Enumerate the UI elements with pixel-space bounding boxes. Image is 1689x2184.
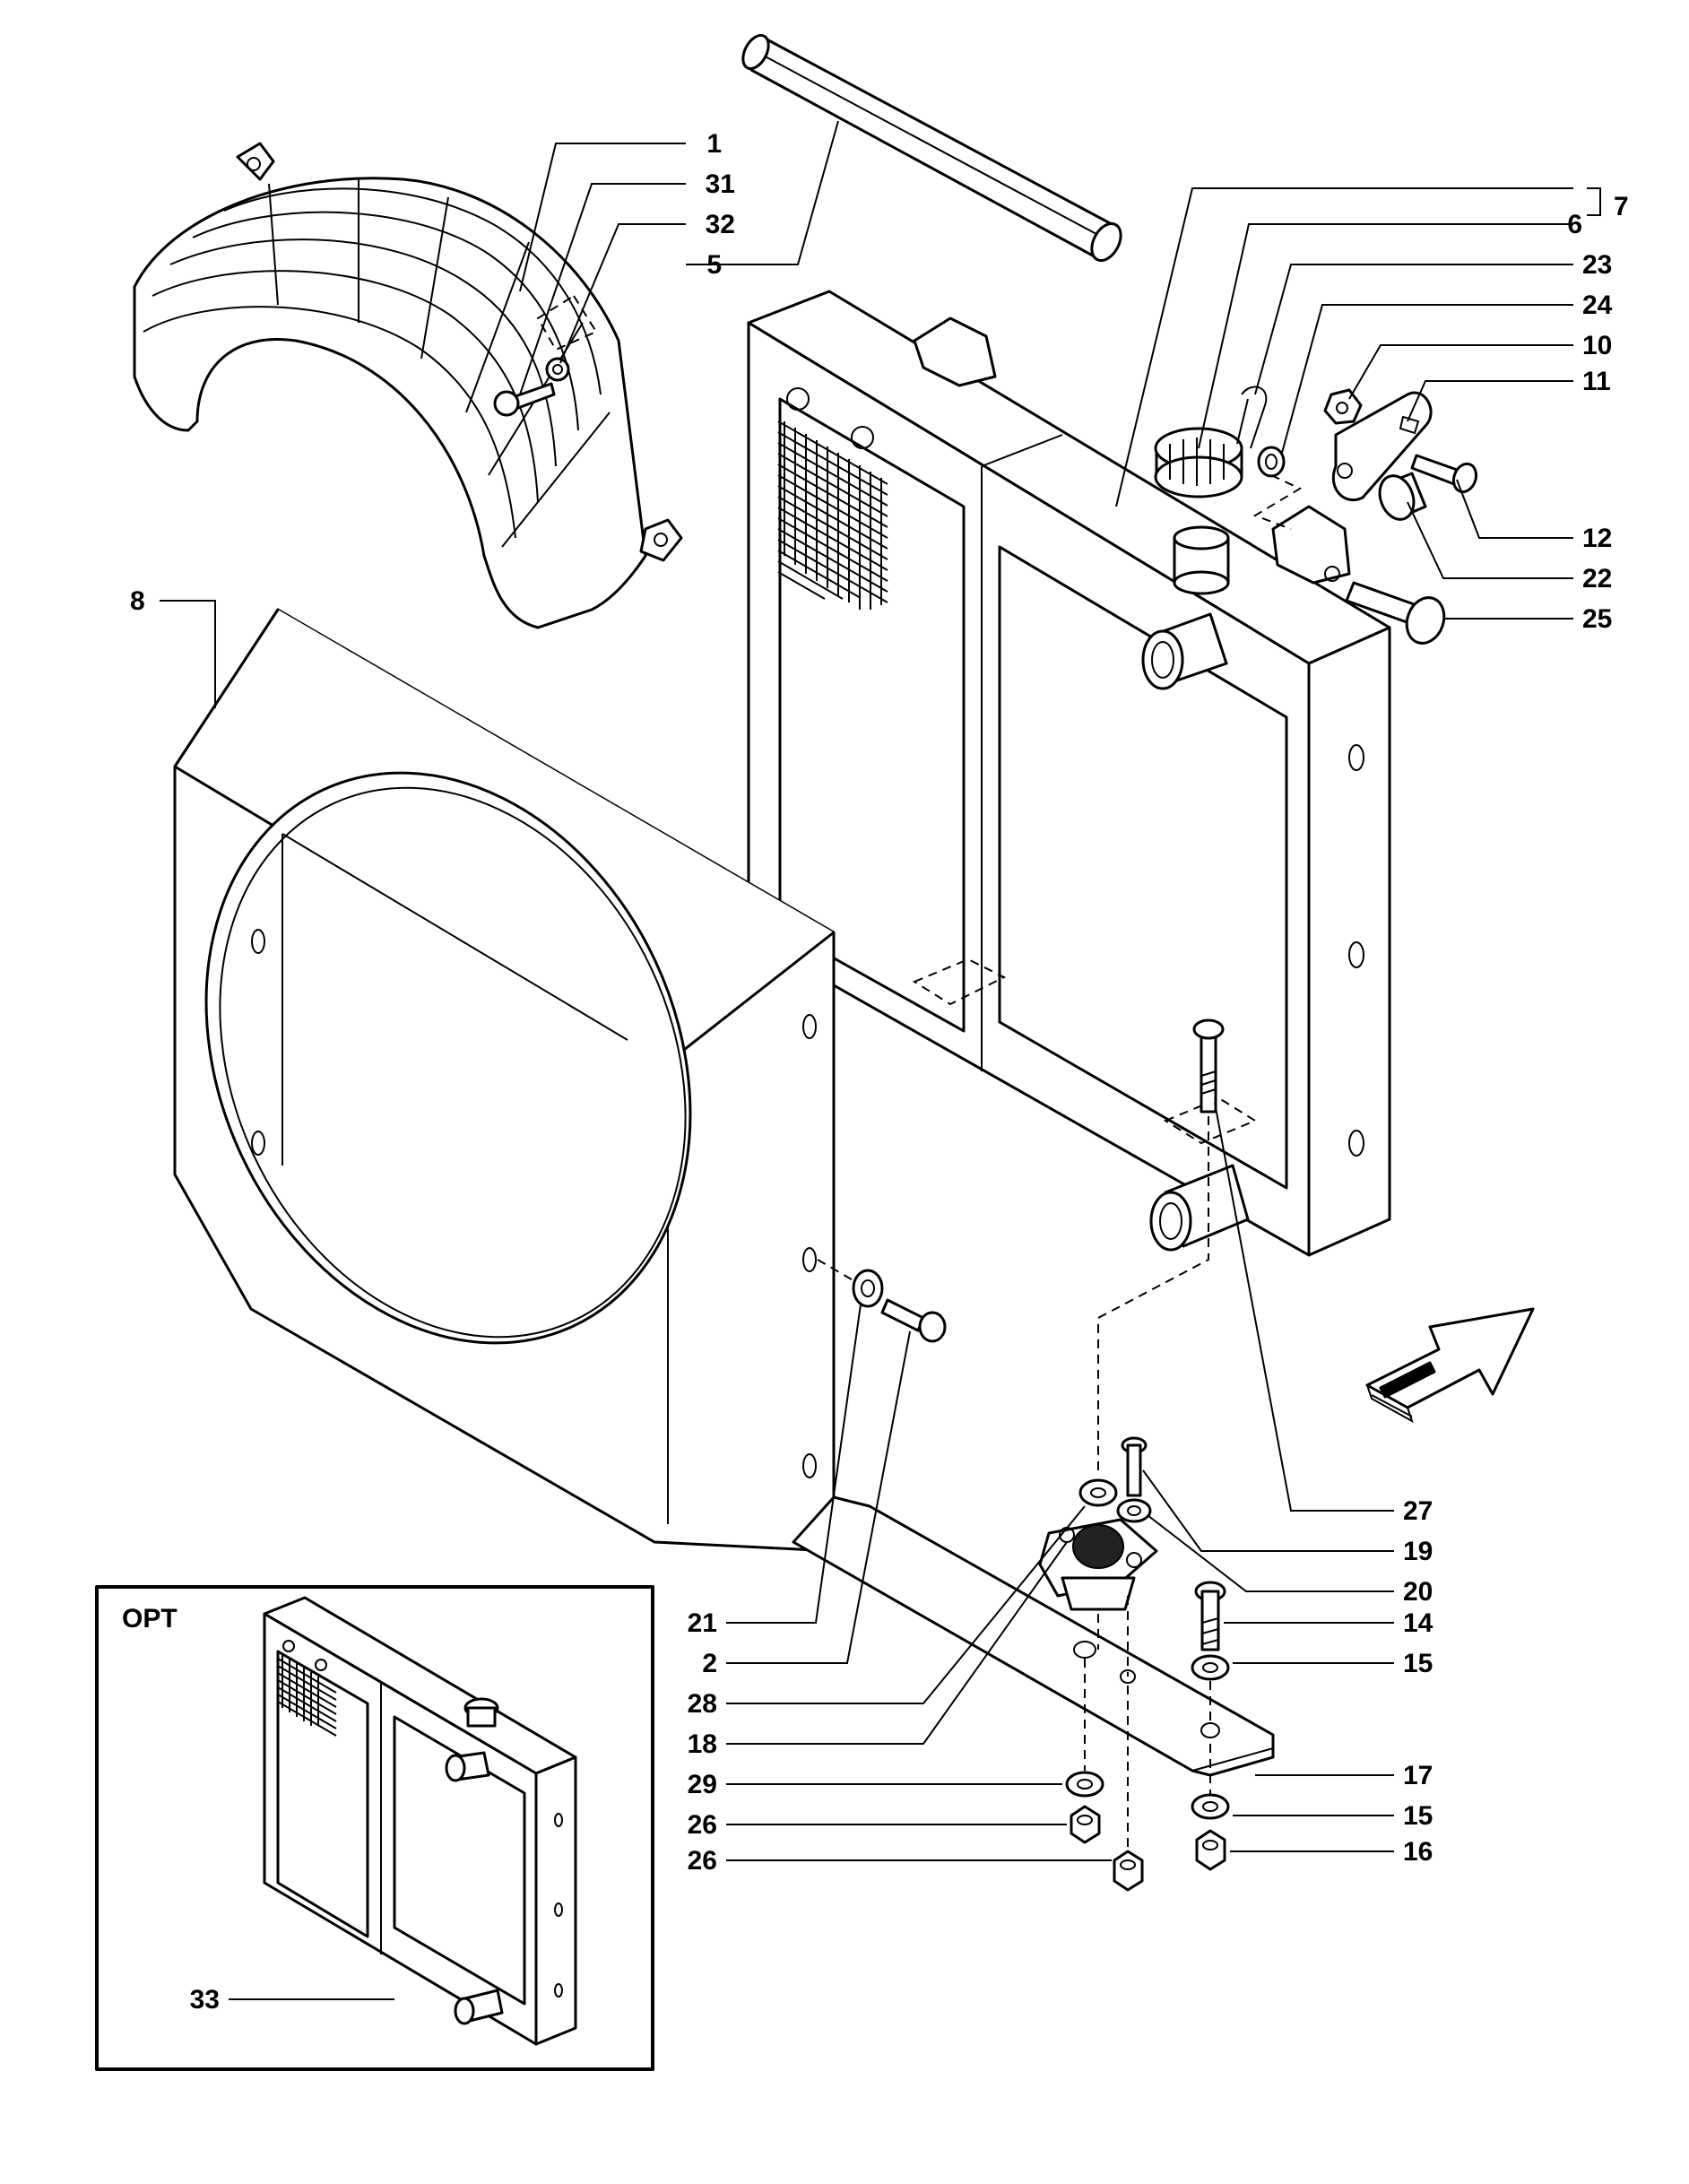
core-mesh bbox=[777, 420, 888, 610]
callout-11: 11 bbox=[1582, 367, 1611, 396]
pin-part-25 bbox=[1324, 566, 1446, 645]
bolt-part-2 bbox=[880, 1298, 947, 1343]
callout-5: 5 bbox=[706, 250, 722, 280]
callout-31: 31 bbox=[706, 169, 735, 199]
washer-part-24 bbox=[1252, 446, 1303, 530]
callout-29: 29 bbox=[688, 1770, 717, 1799]
bolt-part-14 bbox=[1194, 1581, 1226, 1651]
airflow-arrow-icon bbox=[1365, 1307, 1535, 1424]
callout-26-upper: 26 bbox=[688, 1810, 717, 1840]
nut-part-16 bbox=[1195, 1829, 1226, 1871]
opt-label: OPT bbox=[122, 1604, 178, 1634]
callout-8: 8 bbox=[130, 586, 145, 616]
nut-part-10 bbox=[1323, 388, 1363, 425]
callout-24: 24 bbox=[1582, 290, 1613, 320]
callout-33: 33 bbox=[190, 1985, 220, 2015]
callout-2: 2 bbox=[702, 1649, 717, 1678]
callout-27: 27 bbox=[1403, 1496, 1433, 1526]
washer-part-29 bbox=[1065, 1659, 1104, 1798]
callout-14: 14 bbox=[1403, 1608, 1433, 1638]
bolt-part-12 bbox=[1410, 454, 1478, 494]
filler-cap-part-6 bbox=[1154, 427, 1243, 595]
callout-17: 17 bbox=[1403, 1761, 1433, 1790]
leader-lines bbox=[160, 120, 1601, 2000]
callout-15-lower: 15 bbox=[1403, 1801, 1433, 1831]
opt-inset: OPT bbox=[95, 1585, 654, 2071]
callout-21: 21 bbox=[688, 1608, 717, 1638]
callout-23: 23 bbox=[1582, 250, 1612, 280]
callout-18: 18 bbox=[688, 1729, 717, 1759]
callout-22: 22 bbox=[1582, 564, 1612, 594]
mounting-bar-part-17 bbox=[792, 1495, 1275, 1777]
fan-guard-part-1 bbox=[133, 142, 683, 629]
callout-19: 19 bbox=[1403, 1537, 1433, 1566]
callout-1: 1 bbox=[706, 129, 722, 159]
callout-12: 12 bbox=[1582, 524, 1612, 553]
callout-labels: 1 31 32 5 7 6 23 24 10 11 12 22 25 8 27 … bbox=[130, 129, 1629, 2015]
bushing-part-22 bbox=[1378, 472, 1427, 521]
nut-part-26-lower bbox=[1113, 1686, 1144, 1892]
callout-16: 16 bbox=[1403, 1837, 1433, 1867]
callout-28: 28 bbox=[688, 1689, 717, 1719]
nut-part-26-upper bbox=[1070, 1805, 1101, 1844]
fan-shroud-part-8 bbox=[173, 608, 836, 1553]
washer-part-15-top bbox=[1191, 1654, 1230, 1726]
bolt-part-19 bbox=[1121, 1436, 1148, 1497]
washer-part-28 bbox=[1078, 1478, 1118, 1507]
washer-part-20 bbox=[1116, 1498, 1152, 1523]
bolt-part-27 bbox=[1097, 1018, 1225, 1470]
callout-32: 32 bbox=[706, 210, 735, 239]
callout-25: 25 bbox=[1582, 604, 1612, 634]
seal-strip-part-5 bbox=[741, 33, 1122, 263]
split-pin-part-23 bbox=[1236, 386, 1268, 449]
washer-part-15-bottom bbox=[1191, 1744, 1230, 1820]
rubber-mount-part-18 bbox=[1038, 1518, 1158, 1677]
callout-6: 6 bbox=[1567, 210, 1582, 239]
callout-10: 10 bbox=[1582, 331, 1612, 360]
washer-part-21 bbox=[817, 1259, 884, 1308]
callout-26-lower: 26 bbox=[688, 1846, 717, 1876]
callout-15-upper: 15 bbox=[1403, 1649, 1433, 1678]
callout-20: 20 bbox=[1403, 1577, 1433, 1607]
callout-7: 7 bbox=[1614, 192, 1629, 221]
radiator-core-part-7 bbox=[747, 290, 1391, 1257]
